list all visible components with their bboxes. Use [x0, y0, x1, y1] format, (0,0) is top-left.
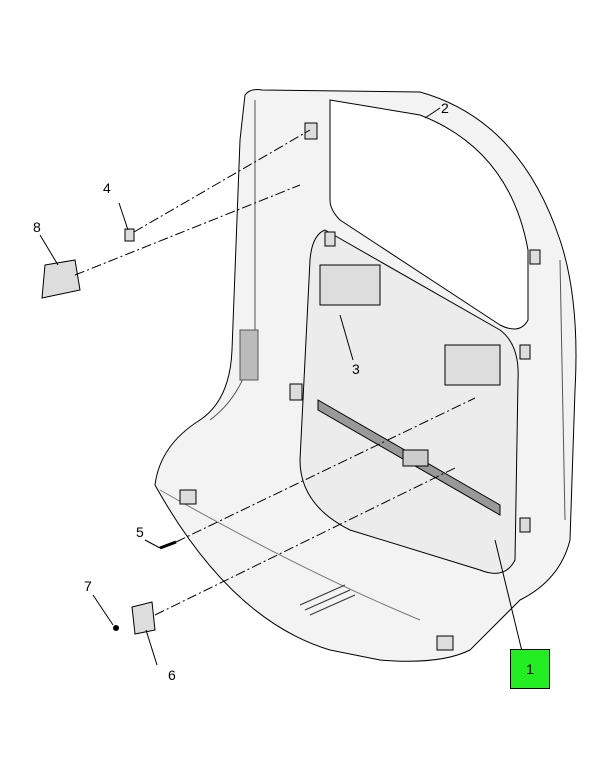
part-4-clip — [124, 228, 135, 242]
window-opening — [329, 99, 529, 330]
callout-5[interactable]: 5 — [136, 524, 144, 540]
part-7-pin — [113, 625, 119, 631]
part-6-plate — [131, 601, 156, 635]
part-5-screw — [159, 540, 177, 550]
callout-8[interactable]: 8 — [33, 219, 41, 235]
callout-1-label: 1 — [526, 661, 534, 677]
part-8-bracket — [41, 259, 81, 299]
callout-4[interactable]: 4 — [103, 180, 111, 196]
callout-2[interactable]: 2 — [441, 100, 449, 116]
callout-6[interactable]: 6 — [168, 667, 176, 683]
callout-7[interactable]: 7 — [84, 578, 92, 594]
callout-1-highlighted[interactable]: 1 — [510, 649, 550, 689]
callout-3[interactable]: 3 — [352, 361, 360, 377]
